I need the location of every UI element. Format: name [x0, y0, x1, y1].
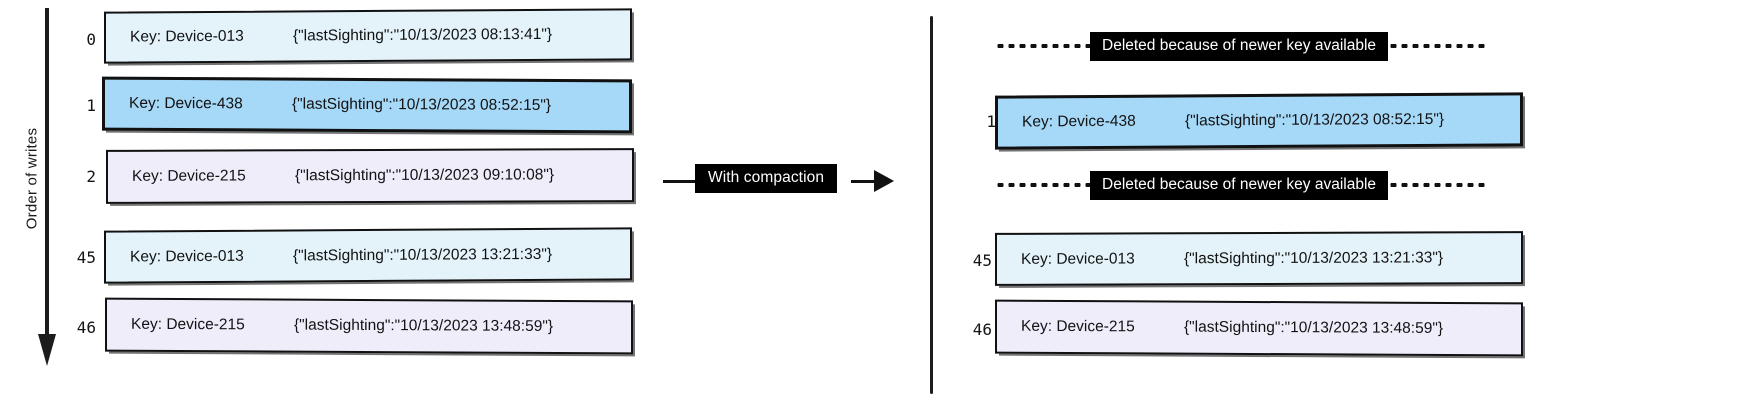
left-record-row[interactable]: Key: Device-013 {"lastSighting":"10/13/2… [104, 8, 632, 64]
right-record-index: 46 [972, 320, 992, 339]
left-record-index: 45 [76, 248, 96, 267]
dotted-line-right [1388, 183, 1489, 187]
record-value: {"lastSighting":"10/13/2023 13:48:59"} [1184, 318, 1444, 337]
panel-divider [930, 16, 933, 394]
left-record-row[interactable]: Key: Device-215 {"lastSighting":"10/13/2… [106, 148, 634, 204]
deleted-note-text: Deleted because of newer key available [1090, 170, 1389, 200]
down-arrow-icon [38, 8, 56, 366]
record-key: Key: Device-215 [132, 167, 246, 185]
dotted-line-right [1388, 44, 1489, 48]
right-arrow-icon [874, 170, 894, 192]
deleted-annotation: Deleted because of newer key available [995, 31, 1489, 61]
left-record-row[interactable]: Key: Device-215 {"lastSighting":"10/13/2… [105, 297, 633, 355]
left-record-index: 46 [76, 318, 96, 337]
record-value: {"lastSighting":"10/13/2023 13:48:59"} [294, 316, 554, 335]
dotted-line-left [995, 183, 1090, 187]
record-key: Key: Device-013 [130, 247, 244, 265]
record-key: Key: Device-013 [130, 27, 244, 46]
record-value: {"lastSighting":"10/13/2023 08:52:15"} [1185, 110, 1445, 130]
with-compaction-label: With compaction [695, 164, 838, 193]
compaction-arrow-shaft [851, 180, 879, 183]
right-record-row[interactable]: Key: Device-013 {"lastSighting":"10/13/2… [995, 231, 1523, 286]
deleted-note-text: Deleted because of newer key available [1090, 31, 1389, 61]
left-record-index: 0 [86, 30, 96, 49]
left-record-row[interactable]: Key: Device-438 {"lastSighting":"10/13/2… [102, 76, 632, 134]
right-record-row[interactable]: Key: Device-438 {"lastSighting":"10/13/2… [995, 92, 1523, 150]
record-value: {"lastSighting":"10/13/2023 09:10:08"} [295, 166, 555, 185]
record-value: {"lastSighting":"10/13/2023 13:21:33"} [293, 245, 553, 264]
left-record-index: 1 [86, 96, 96, 115]
record-value: {"lastSighting":"10/13/2023 13:21:33"} [1184, 248, 1444, 267]
record-key: Key: Device-215 [1021, 317, 1135, 336]
record-value: {"lastSighting":"10/13/2023 08:13:41"} [293, 25, 553, 45]
right-record-index: 45 [972, 251, 992, 270]
compaction-arrow-tail [663, 180, 703, 183]
record-key: Key: Device-215 [131, 315, 245, 334]
record-key: Key: Device-013 [1021, 249, 1135, 268]
left-record-index: 2 [86, 167, 96, 186]
right-record-index: 1 [986, 112, 996, 131]
right-record-row[interactable]: Key: Device-215 {"lastSighting":"10/13/2… [995, 299, 1523, 357]
record-key: Key: Device-438 [1022, 112, 1136, 131]
left-record-row[interactable]: Key: Device-013 {"lastSighting":"10/13/2… [104, 227, 632, 284]
record-value: {"lastSighting":"10/13/2023 08:52:15"} [292, 95, 552, 114]
record-key: Key: Device-438 [129, 94, 243, 113]
dotted-line-left [995, 44, 1090, 48]
deleted-annotation: Deleted because of newer key available [995, 170, 1489, 200]
